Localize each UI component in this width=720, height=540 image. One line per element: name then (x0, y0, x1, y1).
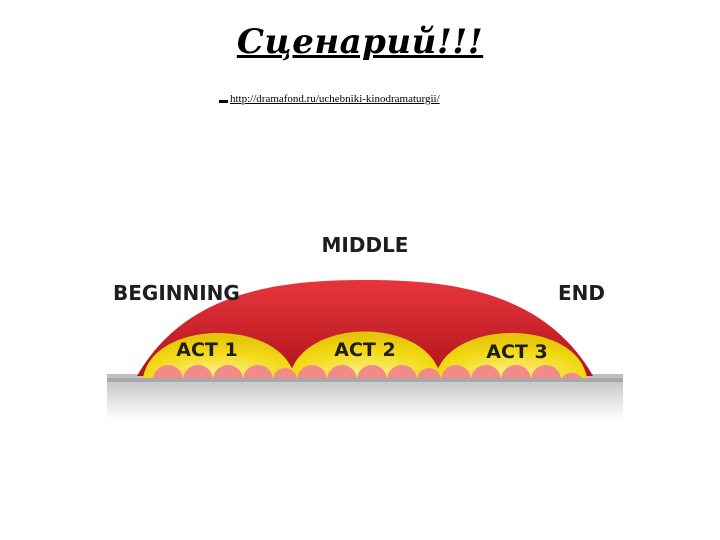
scallop (387, 365, 417, 380)
middle-label: MIDDLE (322, 233, 409, 257)
beginning-label: BEGINNING (113, 281, 240, 305)
scallop (327, 365, 357, 380)
act-3-label: ACT 3 (486, 341, 547, 363)
slide-title: Сценарий!!! (236, 22, 484, 62)
scallop (417, 368, 441, 380)
three-act-structure-diagram: MIDDLE BEGINNING END ACT 1 ACT 2 ACT 3 (107, 228, 623, 420)
scallop (243, 365, 273, 380)
scallop (531, 365, 561, 380)
scallop (357, 365, 387, 380)
scallop (273, 368, 297, 380)
source-link[interactable]: http://dramafond.ru/uchebniki-kinodramat… (230, 93, 440, 105)
scallop (297, 365, 327, 380)
scallop (471, 365, 501, 380)
ground-line (107, 378, 623, 382)
act-2-label: ACT 2 (334, 339, 395, 361)
scallop (153, 365, 183, 380)
scallop (183, 365, 213, 380)
act-1-label: ACT 1 (176, 339, 237, 361)
scene-scallops (153, 365, 583, 380)
end-label: END (558, 281, 605, 305)
scallop (501, 365, 531, 380)
bullet-marker (219, 100, 228, 103)
scallop (213, 365, 243, 380)
scallop (441, 365, 471, 380)
